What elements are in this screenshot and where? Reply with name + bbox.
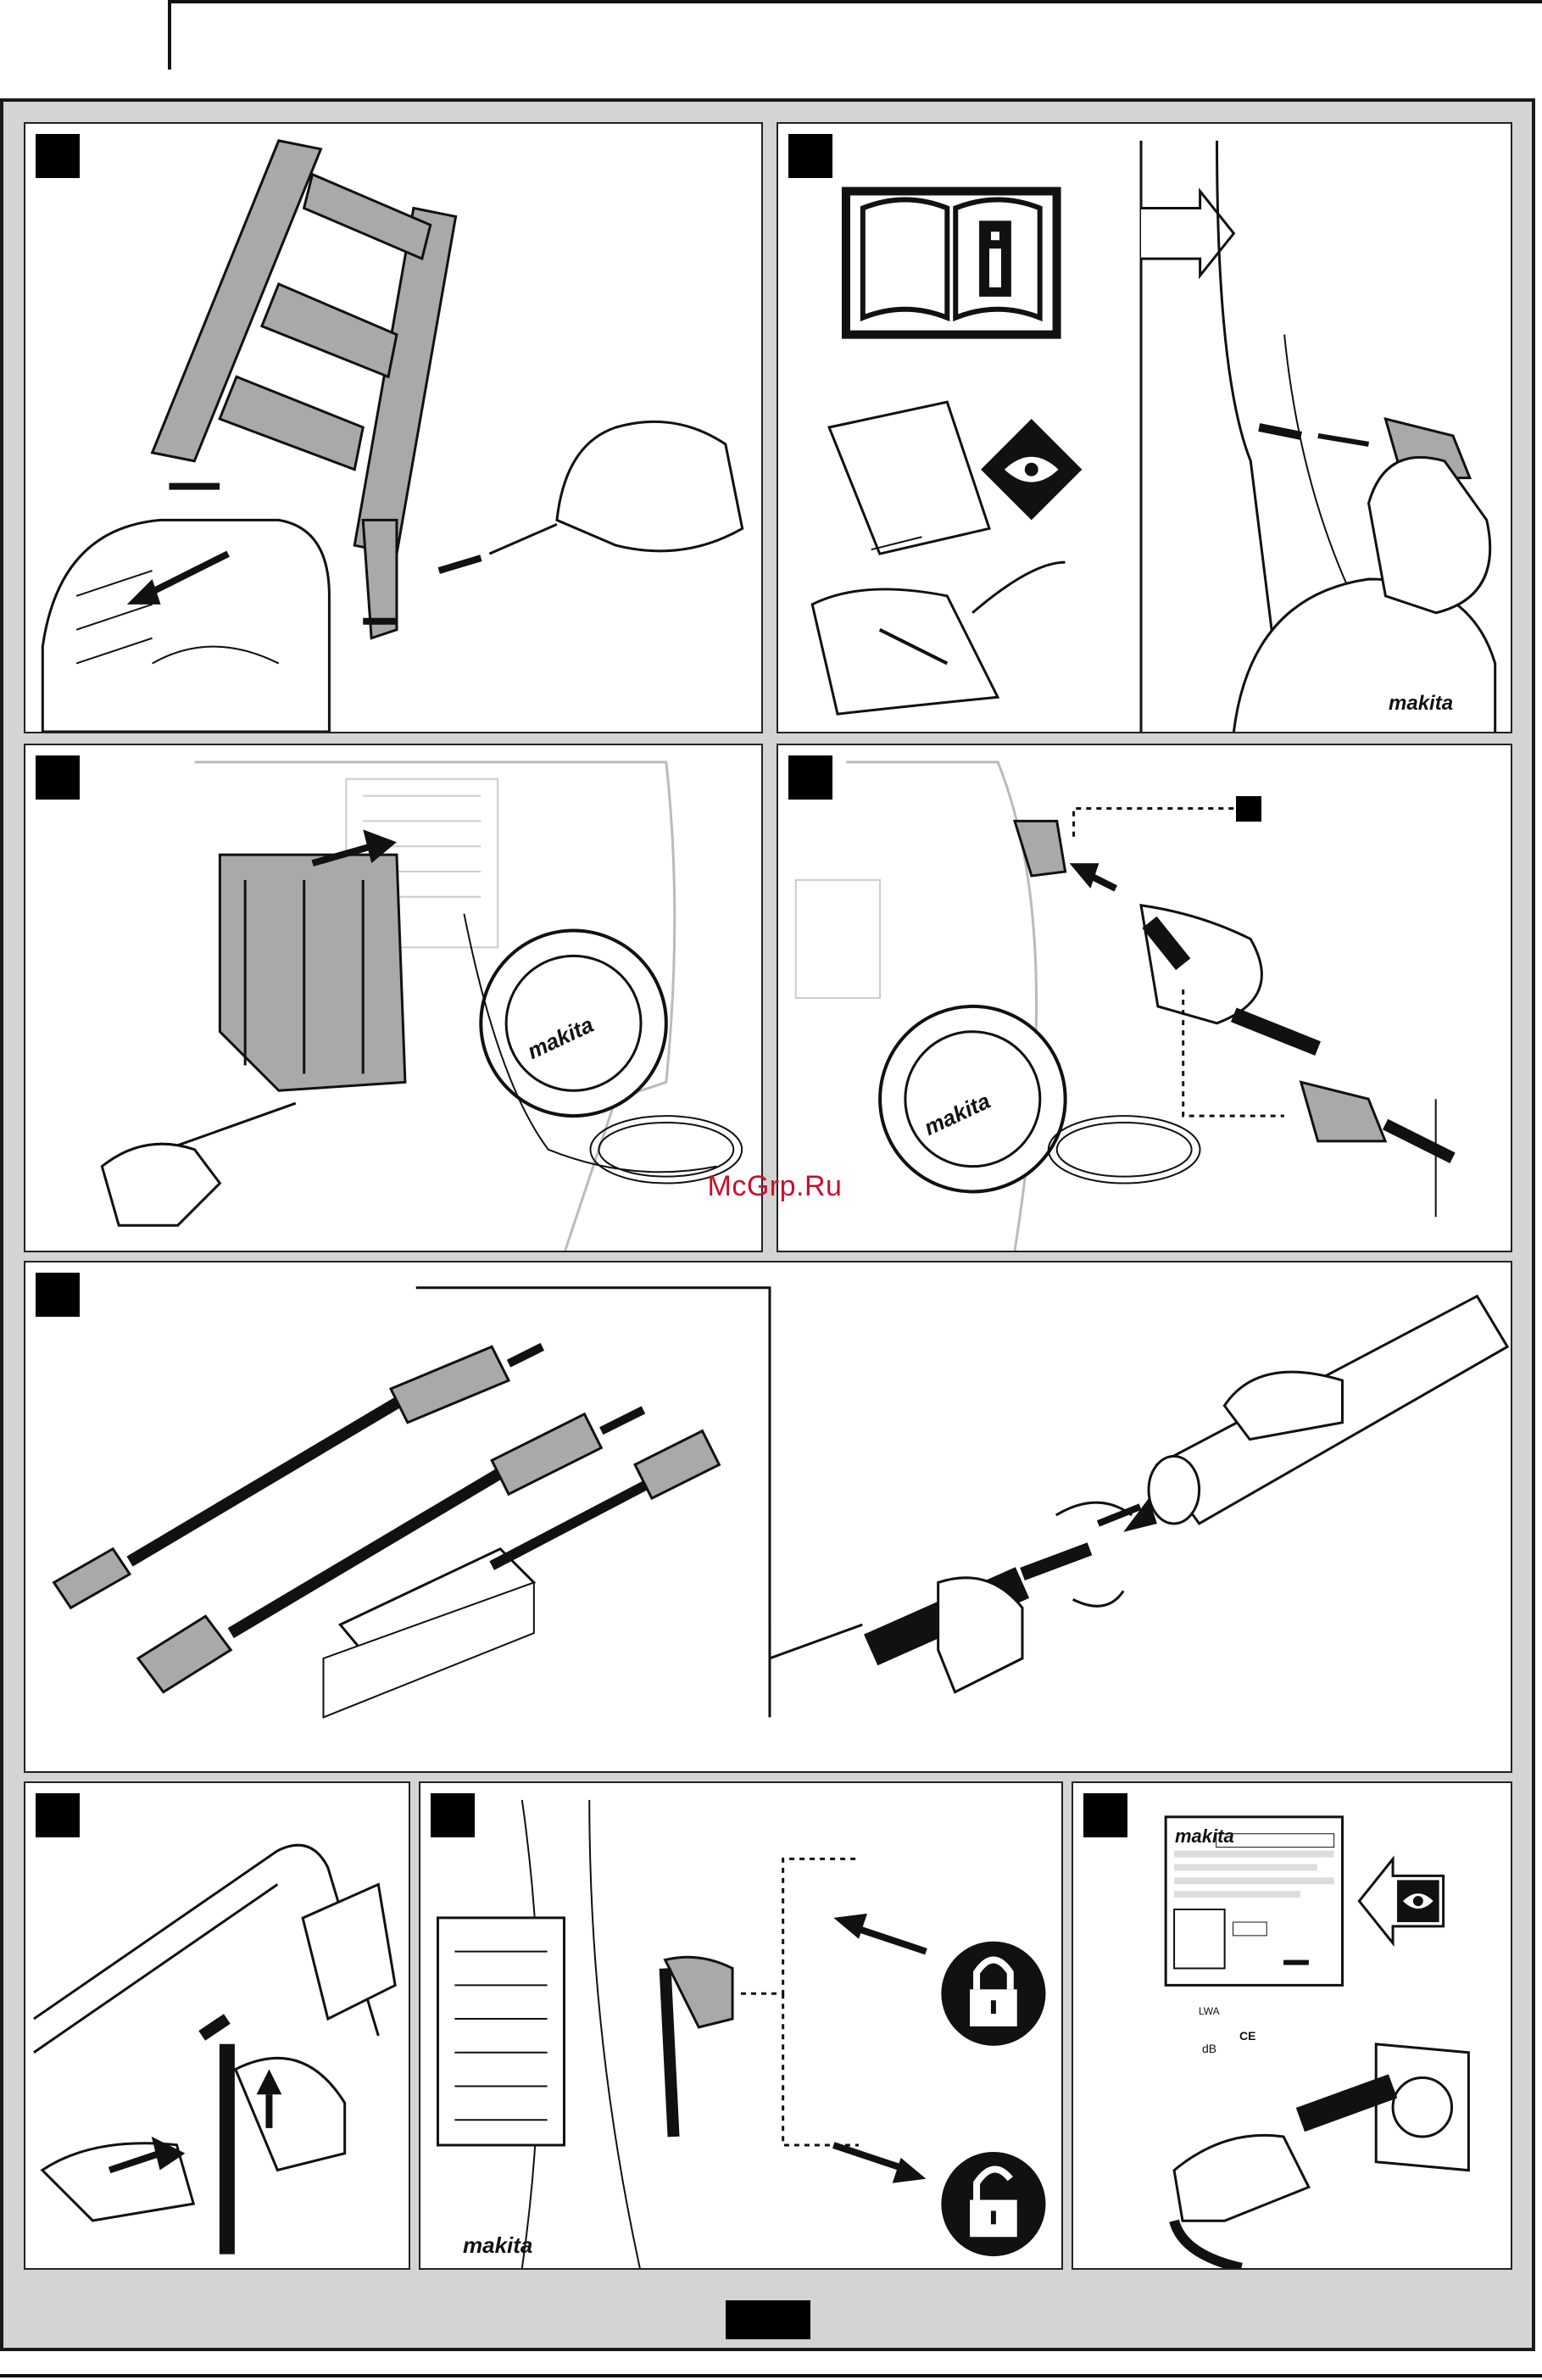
holder-illustration <box>25 745 761 1251</box>
panel-lance-accessories <box>24 1261 1512 1773</box>
panel-read-manual: makita <box>777 122 1512 733</box>
manual-info-icon <box>846 192 1057 335</box>
top-rule-vertical <box>168 0 171 70</box>
hose-illustration <box>778 745 1511 1251</box>
top-rule <box>168 0 1542 3</box>
eye-icon <box>981 419 1082 520</box>
rating-plate-db: dB <box>1202 2042 1216 2055</box>
lock-illustration <box>420 1783 1061 2268</box>
manual-illustration <box>778 124 1511 732</box>
rating-plate-brand: makita <box>1175 1825 1234 1848</box>
panel-accessory-holder: makita <box>24 744 763 1252</box>
padlock-open-icon <box>941 2152 1045 2256</box>
panel-gun-trigger <box>24 1781 410 2270</box>
rating-illustration <box>1073 1783 1511 2268</box>
padlock-closed-icon <box>941 1942 1045 2046</box>
panel-rating-plug: makita LWA dB CE <box>1072 1781 1512 2270</box>
rating-plate-lwa: LWA <box>1199 2005 1220 2017</box>
brand-logo: makita <box>1389 692 1453 716</box>
panel-lock-unlock: makita <box>419 1781 1063 2270</box>
bottom-rule <box>0 2374 1542 2377</box>
handle-illustration <box>25 124 761 732</box>
page-number-box <box>726 2300 810 2339</box>
panel-handle-assembly <box>24 122 763 733</box>
brand-logo: makita <box>463 2232 532 2259</box>
rating-plate-ce: CE <box>1239 2029 1255 2043</box>
lance-illustration <box>25 1262 1511 1771</box>
eye-icon <box>1359 1859 1443 1943</box>
trigger-illustration <box>25 1783 409 2268</box>
watermark: McGrp.Ru <box>690 1170 860 1203</box>
panel-hose-connection: makita <box>777 744 1512 1252</box>
